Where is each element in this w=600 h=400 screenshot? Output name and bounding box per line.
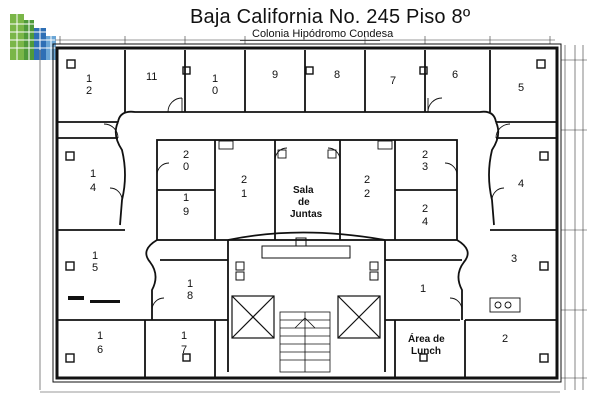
room-24-label-a: 2 (422, 203, 428, 215)
room-10-label-b: 0 (212, 85, 218, 97)
room-16-label-b: 6 (97, 344, 103, 356)
room-11-label: 11 (146, 71, 157, 83)
meeting-room-fixtures (218, 140, 393, 159)
room-1-label: 1 (420, 283, 426, 295)
room-10-label-a: 1 (212, 73, 218, 85)
room-17-label-a: 1 (181, 330, 187, 342)
exterior-walls (52, 43, 562, 383)
room-14-label-a: 1 (90, 168, 96, 180)
room-8-label: 8 (334, 69, 340, 81)
room-23-label-a: 2 (422, 149, 428, 161)
dimension-lines (39, 36, 587, 393)
room-23-label-b: 3 (422, 161, 428, 173)
room-6-label: 6 (452, 69, 458, 81)
room-14-label-b: 4 (90, 182, 96, 194)
room-24-label-b: 4 (422, 216, 428, 228)
lunch-area-label-2: Lunch (411, 346, 441, 357)
page-subtitle: Colonia Hipódromo Condesa (252, 28, 394, 40)
page-title: Baja California No. 245 Piso 8º (190, 6, 471, 28)
room-19-label-a: 1 (183, 192, 189, 204)
room-9-label: 9 (272, 69, 278, 81)
room-5-label: 5 (518, 82, 524, 94)
room-20-label-b: 0 (183, 161, 189, 173)
reception-desk (235, 237, 379, 281)
room-labels: 1 2 11 1 0 9 8 7 6 5 1 4 4 2 0 1 9 2 1 S… (86, 69, 524, 357)
room-3-label: 3 (511, 253, 517, 265)
company-logo (10, 14, 56, 60)
stairwell (279, 311, 331, 373)
room-21-label-b: 1 (241, 188, 247, 200)
room-12-label-a: 1 (86, 73, 92, 85)
meeting-room-label-2: de (298, 197, 310, 208)
room-18-label-b: 8 (187, 290, 193, 302)
lunch-area-label-1: Área de (408, 332, 445, 345)
room-18-label-a: 1 (187, 278, 193, 290)
room-22-label-b: 2 (364, 188, 370, 200)
room-7-label: 7 (390, 75, 396, 87)
room-22-label-a: 2 (364, 174, 370, 186)
meeting-room-label-3: Juntas (290, 209, 323, 220)
room-19-label-b: 9 (183, 206, 189, 218)
elevator-shafts (231, 295, 381, 339)
room-4-label: 4 (518, 178, 524, 190)
room-20-label-a: 2 (183, 149, 189, 161)
room-17-label-b: 7 (181, 344, 187, 356)
room-2-label: 2 (502, 333, 508, 345)
room-16-label-a: 1 (97, 330, 103, 342)
meeting-room-label-1: Sala (293, 185, 314, 196)
kitchenette (489, 297, 521, 313)
room-21-label-a: 2 (241, 174, 247, 186)
structural-columns (65, 59, 549, 363)
subtitle-underline (240, 40, 380, 41)
room-15-label-b: 5 (92, 262, 98, 274)
room-15-label-a: 1 (92, 250, 98, 262)
room-12-label-b: 2 (86, 85, 92, 97)
window-markers (68, 296, 120, 303)
interior-walls (57, 50, 557, 378)
